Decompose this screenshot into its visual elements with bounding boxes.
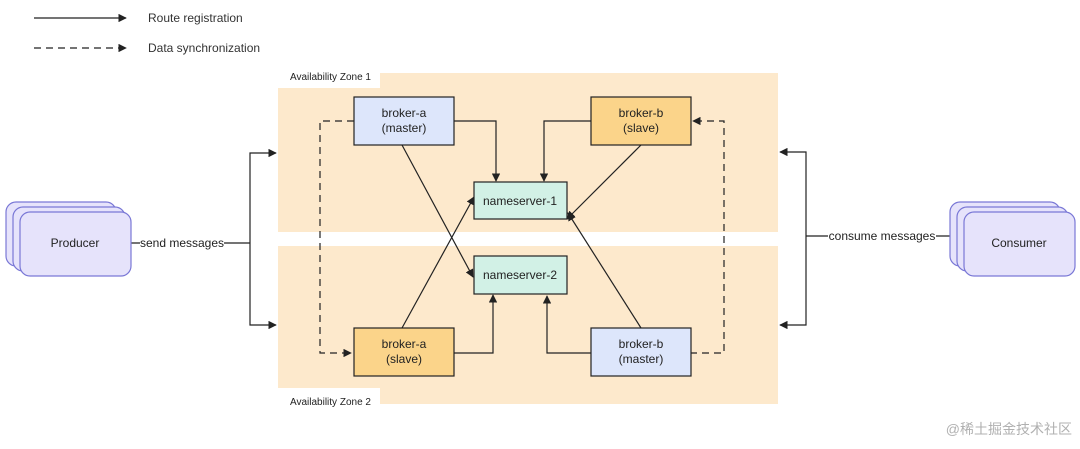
legend-data-synchronization: Data synchronization bbox=[148, 41, 260, 55]
route-a-master-ns1 bbox=[454, 120, 501, 182]
producer-node: Producer bbox=[5, 201, 132, 277]
zones: Availability Zone 1 Availability Zone 2 bbox=[278, 72, 778, 408]
broker-a-slave-name: broker-a bbox=[382, 337, 427, 351]
broker-b-master-box bbox=[590, 327, 692, 377]
broker-a-slave-role: (slave) bbox=[386, 352, 422, 366]
producer-label: Producer bbox=[51, 236, 100, 250]
route-a-master-ns2 bbox=[401, 144, 474, 278]
sync-broker-a bbox=[319, 120, 354, 358]
route-lines bbox=[401, 120, 642, 354]
broker-b-slave-role: (slave) bbox=[623, 121, 659, 135]
availability-zone-2-label: Availability Zone 2 bbox=[290, 397, 371, 408]
broker-b-master-node: broker-b (master) bbox=[590, 327, 692, 377]
nameserver-2-label: nameserver-2 bbox=[483, 268, 557, 282]
nameserver-1-label: nameserver-1 bbox=[483, 194, 557, 208]
legend: Route registration Data synchronization bbox=[34, 11, 260, 55]
data-sync-lines bbox=[319, 116, 725, 358]
legend-route-registration: Route registration bbox=[148, 11, 243, 25]
consumer-card bbox=[963, 211, 1076, 277]
route-b-slave-ns2 bbox=[566, 144, 642, 220]
broker-b-slave-box bbox=[590, 96, 692, 146]
broker-a-slave-node: broker-a (slave) bbox=[353, 327, 455, 377]
broker-b-master-name: broker-b bbox=[619, 337, 664, 351]
broker-a-master-box bbox=[353, 96, 455, 146]
broker-a-slave-box bbox=[353, 327, 455, 377]
send-messages-label: send messages bbox=[140, 236, 224, 250]
broker-a-master-role: (master) bbox=[382, 121, 427, 135]
consume-messages-label: consume messages bbox=[829, 229, 936, 243]
send-messages-label-bg bbox=[140, 235, 224, 251]
route-a-slave-ns2 bbox=[454, 294, 498, 354]
consume-messages-label-bg bbox=[828, 228, 936, 244]
availability-zone-1-label: Availability Zone 1 bbox=[290, 72, 371, 83]
broker-a-master-name: broker-a bbox=[382, 106, 427, 120]
nameserver-1-box bbox=[473, 181, 568, 220]
consumer-node: Consumer bbox=[949, 201, 1076, 277]
broker-b-master-role: (master) bbox=[619, 352, 664, 366]
producer-to-zone2 bbox=[249, 243, 277, 330]
watermark: @稀土掘金技术社区 bbox=[946, 421, 1072, 437]
nameserver-1-node: nameserver-1 bbox=[473, 181, 568, 220]
consumer-from-zone2 bbox=[779, 236, 807, 330]
broker-a-master-node: broker-a (master) bbox=[353, 96, 455, 146]
route-b-slave-ns1 bbox=[539, 120, 591, 182]
consumer-from-zone1 bbox=[779, 147, 807, 236]
nameserver-2-box bbox=[473, 255, 568, 295]
broker-b-slave-name: broker-b bbox=[619, 106, 664, 120]
broker-b-slave-node: broker-b (slave) bbox=[590, 96, 692, 146]
producer-card bbox=[19, 211, 132, 277]
route-b-master-ns1 bbox=[567, 212, 642, 329]
route-b-master-ns2 bbox=[542, 295, 591, 354]
consumer-label: Consumer bbox=[991, 236, 1046, 250]
sync-broker-b bbox=[690, 116, 725, 354]
route-a-slave-ns1 bbox=[401, 196, 475, 329]
nameserver-2-node: nameserver-2 bbox=[473, 255, 568, 295]
producer-to-zone1 bbox=[249, 148, 277, 243]
